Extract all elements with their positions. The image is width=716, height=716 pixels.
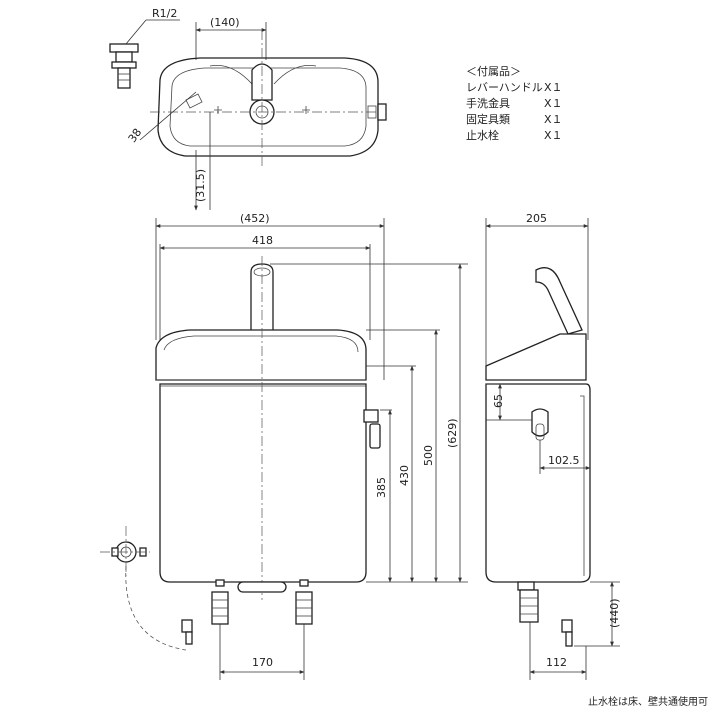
side-view: 205 65 102.5 112	[485, 212, 621, 680]
supply-fitting-top	[109, 43, 139, 89]
accessory-name: 固定具類	[466, 113, 510, 126]
accessory-name: 手洗金具	[466, 97, 510, 110]
accessory-qty: X１	[544, 97, 563, 110]
height-430-label: 430	[398, 465, 411, 486]
depth-label: 205	[526, 212, 547, 225]
pipe-depth-label: 112	[546, 656, 567, 669]
front-view: (452) 418	[100, 212, 468, 680]
accessory-qty: X１	[544, 129, 563, 142]
lever-depth-label: 102.5	[548, 454, 580, 467]
accessory-qty: X１	[544, 113, 563, 126]
valve-height-label: (440)	[608, 598, 621, 628]
accessory-name: レバーハンドル	[466, 81, 543, 94]
accessory-name: 止水栓	[466, 129, 499, 142]
lever-offset-label: 65	[492, 394, 505, 408]
accessory-item: 止水栓 X１	[466, 128, 563, 144]
overall-width-label: (452)	[240, 212, 270, 225]
height-629-label: (629)	[446, 418, 459, 448]
accessories-title-text: ＜付属品＞	[466, 65, 521, 78]
accessory-item: 手洗金具 X１	[466, 96, 563, 112]
top-depth-label: (31.5)	[194, 169, 207, 202]
pipe-spacing-label: 170	[252, 656, 273, 669]
footnote: 止水栓は床、壁共通使用可	[588, 697, 708, 708]
fitting-left	[211, 579, 229, 625]
stop-valve	[100, 526, 193, 651]
accessories-title: ＜付属品＞	[466, 64, 563, 80]
angle-width-label: 38	[126, 126, 145, 145]
height-385-label: 385	[375, 477, 388, 498]
accessory-qty: X１	[544, 81, 563, 94]
top-view: R1/2 (140) 38 (31.5)	[109, 7, 387, 211]
top-width-label: (140)	[210, 16, 240, 29]
accessory-item: 固定具類 X１	[466, 112, 563, 128]
height-500-label: 500	[422, 445, 435, 466]
body-width-label: 418	[252, 234, 273, 247]
thread-size-label: R1/2	[152, 7, 177, 20]
fitting-right	[295, 579, 313, 625]
